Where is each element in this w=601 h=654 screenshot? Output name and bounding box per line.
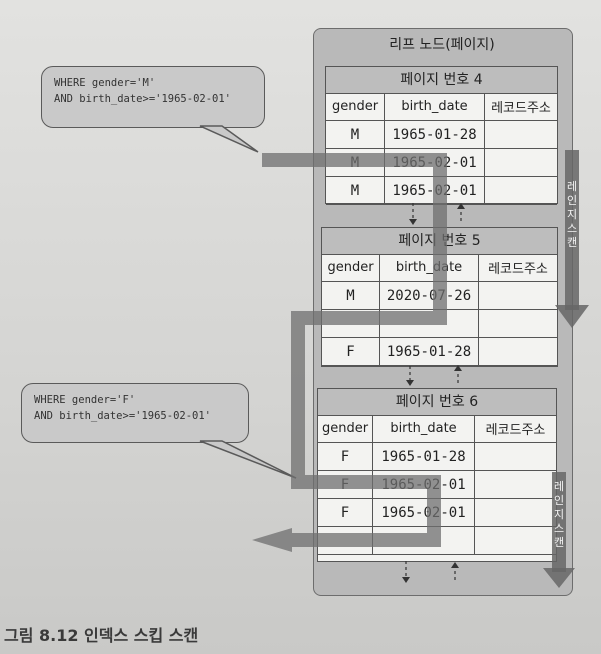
- query-bubble-female: WHERE gender='F' AND birth_date>='1965-0…: [21, 383, 249, 443]
- column-header: 레코드주소: [485, 93, 557, 121]
- column-header: 레코드주소: [479, 254, 557, 282]
- table-cell: 1965-02-01: [373, 499, 475, 527]
- bubble-tail-female: [199, 440, 297, 479]
- table-cell: F: [318, 443, 373, 471]
- arrow-down-head: [409, 219, 417, 225]
- range-scan-label-2: 레인지스캔: [553, 480, 565, 549]
- table-cell: [475, 527, 556, 555]
- column-header: gender: [322, 254, 380, 282]
- query-line: AND birth_date>='1965-02-01': [54, 93, 232, 105]
- query-bubble-male: WHERE gender='M' AND birth_date>='1965-0…: [41, 66, 265, 128]
- table-cell: [485, 149, 557, 177]
- table-cell: F: [318, 499, 373, 527]
- table-cell: [479, 282, 557, 310]
- column-header: gender: [326, 93, 385, 121]
- table-cell: 1965-01-28: [373, 443, 475, 471]
- table-cell: M: [326, 177, 385, 205]
- page-title: 페이지 번호 6: [318, 389, 556, 416]
- table-cell: [380, 310, 479, 338]
- skip-scan-path: [252, 153, 447, 552]
- page-title: 페이지 번호 4: [326, 67, 557, 94]
- arrow-up-head: [457, 203, 465, 209]
- figure-caption: 그림 8.12 인덱스 스킵 스캔: [4, 626, 199, 645]
- table-cell: [479, 338, 557, 366]
- query-line: WHERE gender='M': [54, 77, 156, 89]
- query-line: WHERE gender='F': [34, 394, 136, 406]
- arrow-down-head: [406, 380, 414, 386]
- column-header: gender: [318, 415, 373, 443]
- arrow-down-head: [402, 577, 410, 583]
- table-cell: [479, 310, 557, 338]
- table-cell: [475, 471, 556, 499]
- table-cell: 1965-01-28: [385, 121, 485, 149]
- table-cell: [373, 527, 475, 555]
- range-scan-arrow-2: [543, 472, 575, 588]
- leaf-node-title: 리프 노드(페이지): [389, 37, 495, 53]
- column-header: 레코드주소: [475, 415, 556, 443]
- column-header: birth_date: [385, 93, 485, 121]
- arrow-up-head: [451, 562, 459, 568]
- page-link-6-next: [405, 561, 456, 583]
- query-line: AND birth_date>='1965-02-01': [34, 410, 212, 422]
- range-scan-label-1: 레인지 스캔: [566, 180, 578, 249]
- table-cell: [485, 177, 557, 205]
- table-cell: 2020-07-26: [380, 282, 479, 310]
- arrow-up-head: [454, 365, 462, 371]
- table-cell: [475, 499, 556, 527]
- table-cell: [475, 443, 556, 471]
- range-scan-arrow-1: [555, 150, 589, 328]
- table-cell: 1965-01-28: [380, 338, 479, 366]
- table-cell: [485, 121, 557, 149]
- table-cell: M: [322, 282, 380, 310]
- bubble-tail-male: [199, 125, 259, 153]
- table-cell: M: [326, 121, 385, 149]
- column-header: birth_date: [373, 415, 475, 443]
- table-cell: F: [322, 338, 380, 366]
- page-link-5-6: [409, 366, 459, 386]
